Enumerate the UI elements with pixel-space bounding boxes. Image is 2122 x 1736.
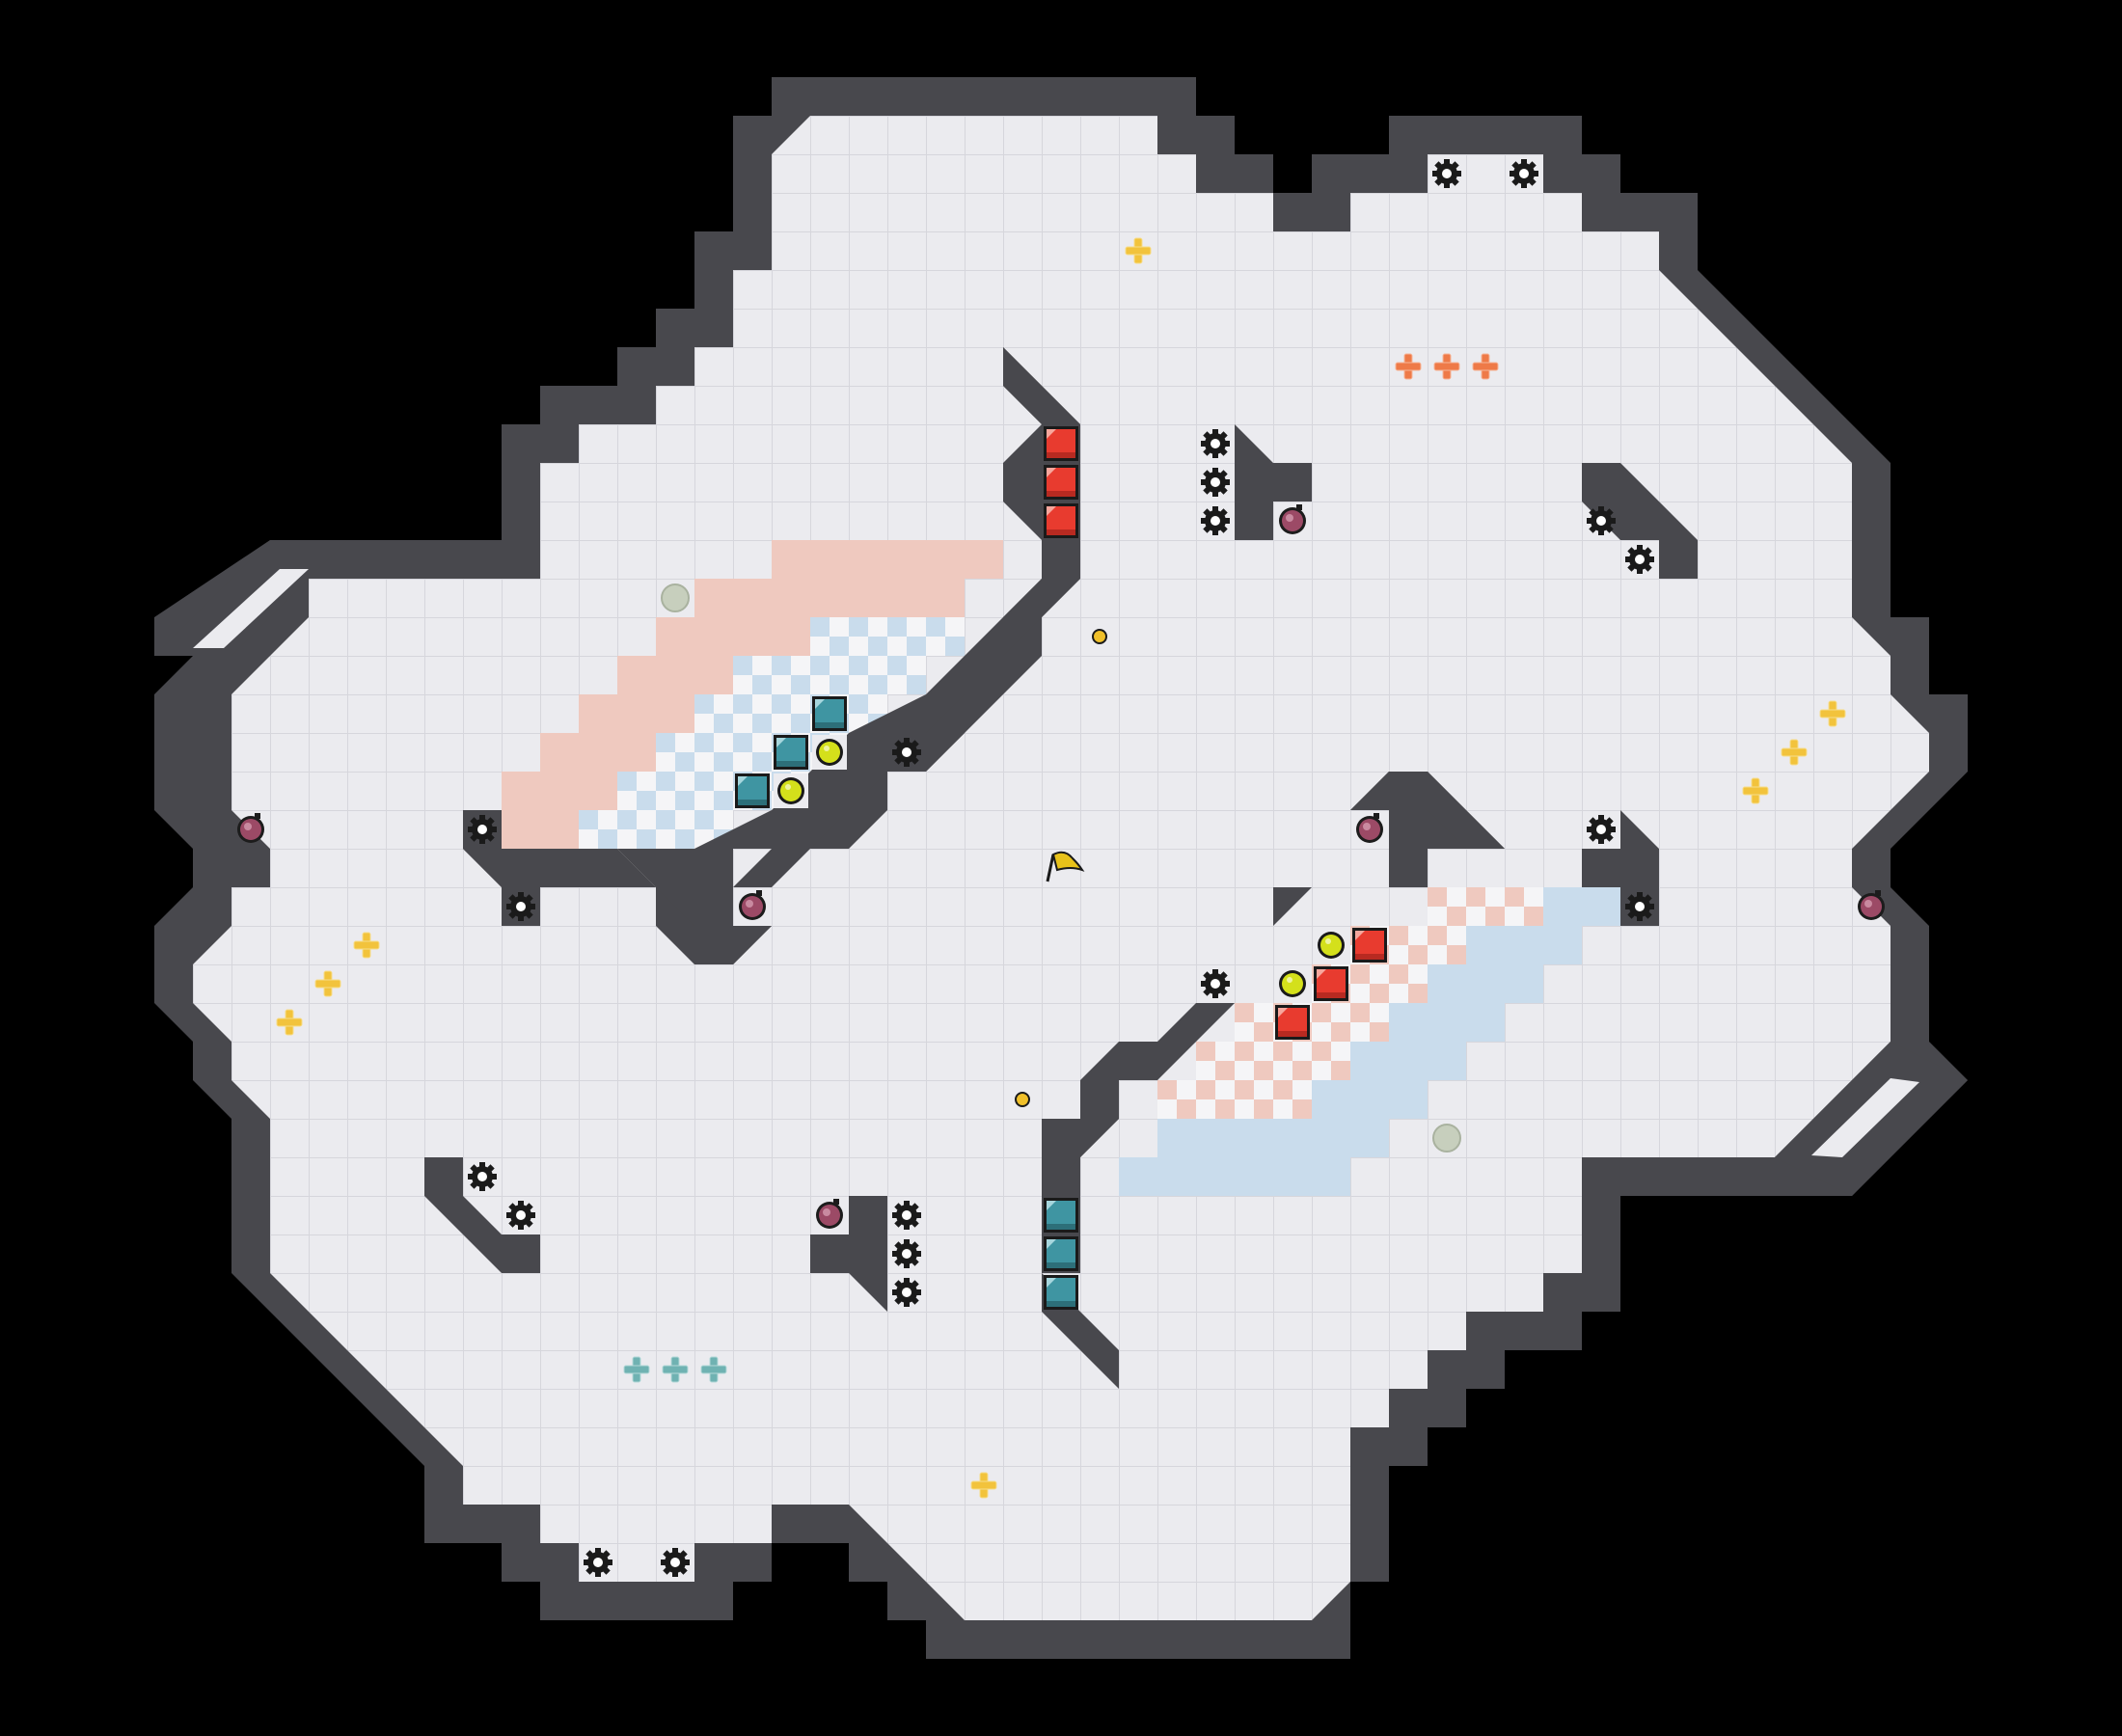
wall-diagonal-bottomright — [1775, 1042, 1968, 1196]
crate-icon — [1044, 503, 1078, 538]
ghost-markers — [661, 583, 1461, 1153]
wall-block-topleft — [463, 347, 1080, 964]
crate-icon — [1275, 1005, 1310, 1040]
crate-icon — [1044, 1275, 1078, 1310]
gear-icon — [892, 738, 921, 767]
crate-icon — [774, 735, 808, 770]
crate-icon — [1352, 928, 1387, 963]
crate-icon — [735, 773, 770, 808]
gear-icon — [468, 1162, 497, 1191]
wall-piece-b — [1582, 463, 1698, 579]
crate-icon — [1314, 966, 1348, 1001]
wall-diagonal-topleft — [154, 540, 347, 656]
gear-icon — [1201, 506, 1230, 535]
gear-icon — [1625, 545, 1654, 574]
gear-icon — [1432, 159, 1461, 188]
crate-icon — [1044, 426, 1078, 461]
gear-icon — [1587, 506, 1616, 535]
gear-icon — [1587, 815, 1616, 844]
gear-icon — [892, 1201, 921, 1230]
gear-icon — [1625, 892, 1654, 921]
zone-bottomright — [1119, 887, 1620, 1196]
gear-icon — [584, 1548, 612, 1577]
wall-piece-c — [424, 1157, 540, 1273]
crate-icon — [812, 696, 847, 731]
wall-piece-a — [1235, 424, 1312, 540]
gear-icon — [1201, 468, 1230, 497]
flag-icon[interactable] — [1046, 851, 1085, 882]
gear-icon — [1510, 159, 1538, 188]
gear-icon — [506, 1201, 535, 1230]
crate-icon — [1044, 1236, 1078, 1271]
crate-icon — [1044, 1198, 1078, 1233]
coin-icon — [1275, 966, 1310, 1001]
coin-icon — [1314, 928, 1348, 963]
gear-icon — [892, 1239, 921, 1268]
gear-icon — [1201, 429, 1230, 458]
gear-icon — [506, 892, 535, 921]
crate-icon — [1044, 465, 1078, 500]
small-dots — [1015, 629, 1107, 1107]
wall-piece-d — [810, 1196, 887, 1312]
coin-icon — [812, 735, 847, 770]
gear-icon — [1201, 969, 1230, 998]
zone-topleft — [502, 540, 1003, 849]
coin-icon — [774, 773, 808, 808]
gear-icon — [661, 1548, 690, 1577]
gear-icon — [892, 1278, 921, 1307]
gear-icon — [468, 815, 497, 844]
wall-piece-g — [1042, 1119, 1119, 1196]
